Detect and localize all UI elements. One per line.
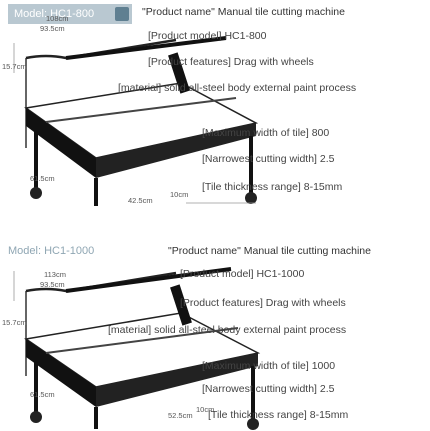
dim-bottom-small: 10cm — [170, 190, 189, 199]
spec-max-width: [Maximum width of tile] 1000 — [202, 360, 336, 372]
dim-bottom-width: 52.5cm — [168, 411, 193, 420]
spec-model: [Product model] HC1-800 — [148, 30, 267, 42]
dim-top-sub: 93.5cm — [40, 280, 65, 289]
spec-max-width: [Maximum width of tile] 800 — [202, 127, 330, 139]
spec-thickness: [Tile thickness range] 8-15mm — [208, 409, 349, 421]
dim-lower-left: 61.5cm — [30, 174, 55, 183]
dim-bottom-width: 42.5cm — [128, 196, 153, 205]
spec-narrowest-width: [Narrowest cutting width] 2.5 — [202, 383, 335, 395]
dim-left: 15.7cm — [2, 62, 27, 71]
spec-narrowest-width: [Narrowest cutting width] 2.5 — [202, 153, 335, 165]
dim-left: 15.7cm — [2, 318, 27, 327]
dim-top: 108cm — [46, 14, 69, 23]
dim-lower-left: 61.5cm — [30, 390, 55, 399]
spec-material: [material] solid all-steel body external… — [118, 82, 357, 94]
dim-top-sub: 93.5cm — [40, 24, 65, 33]
spec-features: [Product features] Drag with wheels — [148, 56, 314, 68]
spec-thickness: [Tile thickness range] 8-15mm — [202, 181, 343, 193]
product-panel-hc1-800: Model: HC1-800 "Product name" Manual til… — [0, 0, 430, 210]
product-panel-hc1-1000: Model: HC1-1000 "Product name" Manual ti… — [0, 215, 430, 430]
dim-bottom-small: 10cm — [196, 405, 215, 414]
tile-cutter-illustration — [13, 36, 259, 206]
dim-top: 113cm — [44, 270, 66, 279]
model-badge: Model: HC1-800 — [8, 4, 132, 24]
tile-cutter-illustration — [13, 267, 261, 430]
product-name-line: "Product name" Manual tile cutting machi… — [168, 245, 371, 257]
spec-features: [Product features] Drag with wheels — [180, 297, 346, 309]
model-label: Model: HC1-800 — [14, 8, 95, 20]
spec-model: [Product model] HC1-1000 — [180, 268, 305, 280]
model-label: Model: HC1-1000 — [8, 245, 95, 257]
spec-material: [material] solid all-steel body external… — [108, 324, 347, 336]
badge-accent — [115, 7, 129, 21]
product-name-line: "Product name" Manual tile cutting machi… — [142, 6, 345, 18]
